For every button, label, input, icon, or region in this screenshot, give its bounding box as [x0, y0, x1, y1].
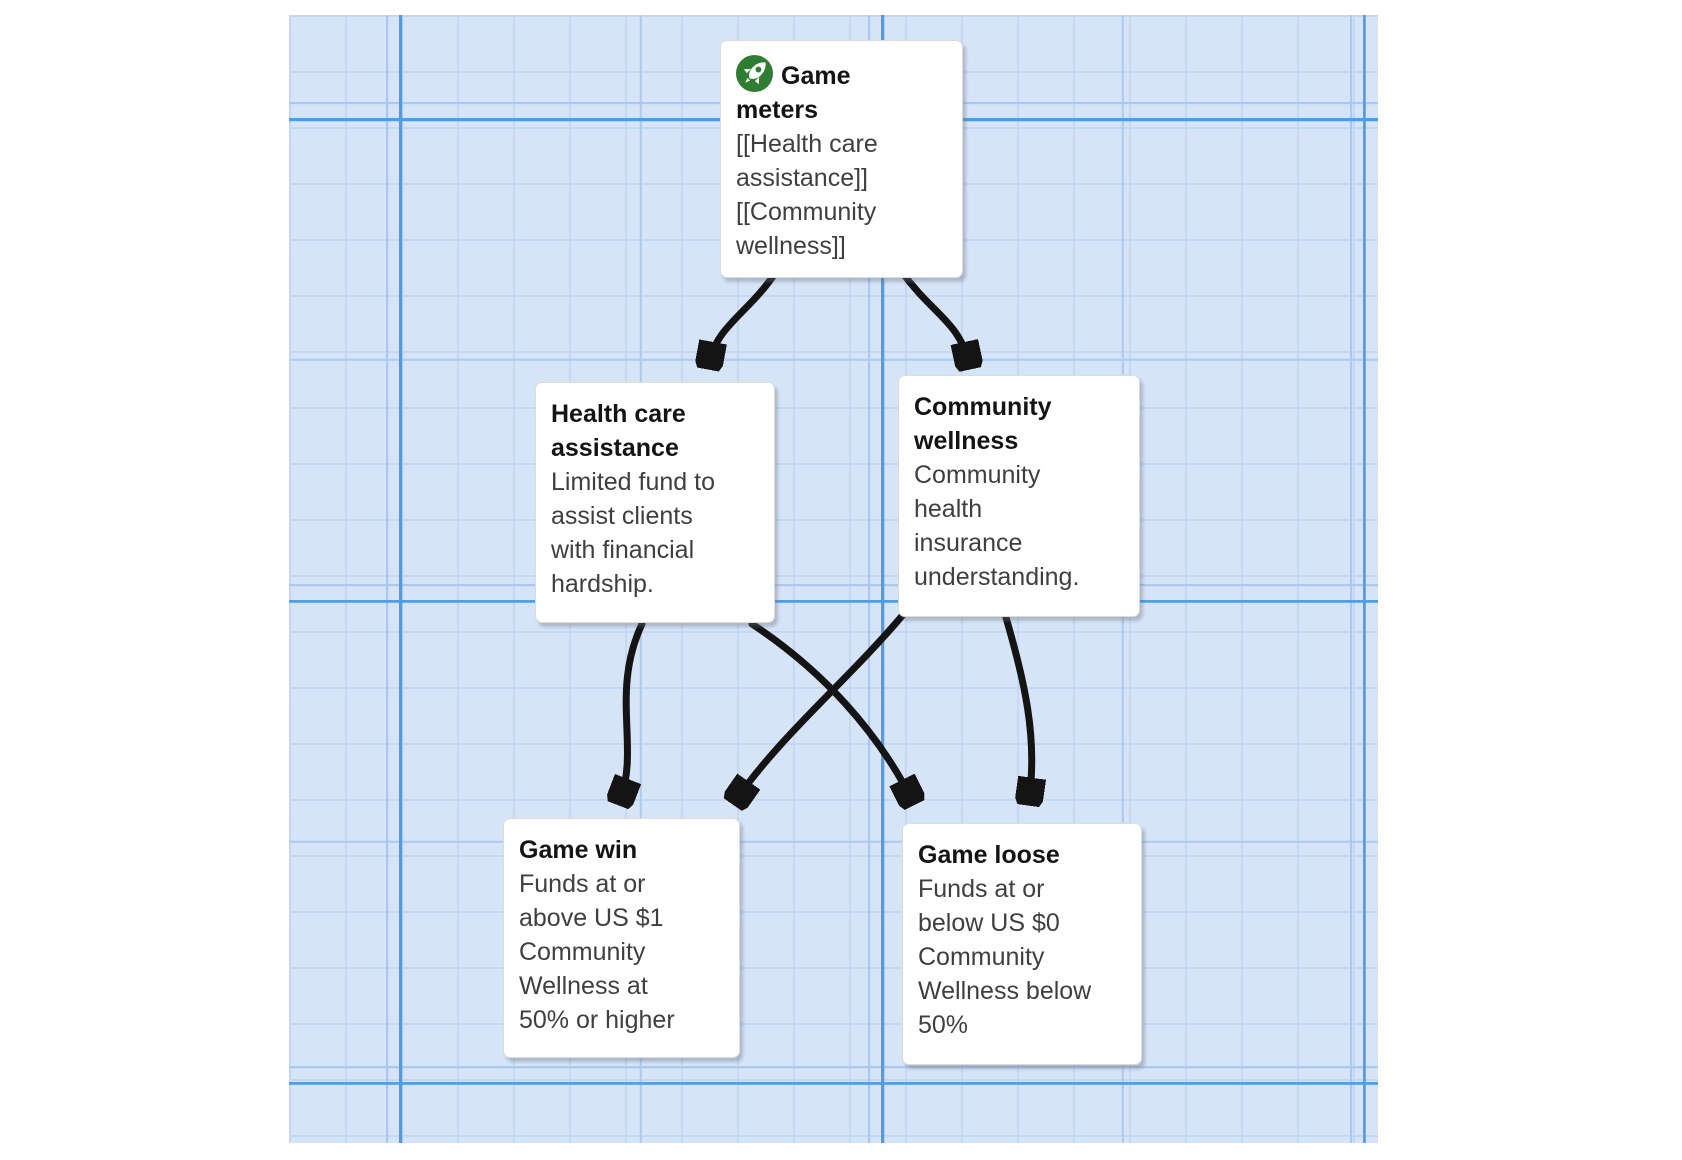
card-title-text: Game meters — [736, 62, 851, 124]
edge-community-wellness-to-game-loose — [1001, 610, 1032, 800]
card-title-text: Game loose — [918, 841, 1060, 869]
edge-health-care-assistance-to-game-win — [620, 620, 646, 800]
rocket-icon — [736, 55, 773, 92]
card-title-text: Health care assistance — [551, 400, 686, 462]
card-health-care-assistance[interactable]: Health care assistance Limited fund to a… — [535, 382, 775, 623]
card-game-meters-title: Game meters — [736, 55, 947, 127]
card-game-win-body: Funds at or above US $1 Community Wellne… — [519, 870, 675, 1034]
card-game-loose-body: Funds at or below US $0 Community Wellne… — [918, 875, 1092, 1039]
card-game-win[interactable]: Game win Funds at or above US $1 Communi… — [503, 818, 740, 1058]
card-title-text: Game win — [519, 836, 638, 864]
edge-game-meters-to-health-care-assistance — [709, 268, 780, 364]
edge-community-wellness-to-game-win — [736, 612, 906, 800]
card-game-meters[interactable]: Game meters [[Health care assistance]] [… — [720, 40, 963, 278]
card-health-care-assistance-body: Limited fund to assist clients with fina… — [551, 468, 715, 598]
card-game-loose[interactable]: Game loose Funds at or below US $0 Commu… — [902, 823, 1142, 1065]
card-community-wellness-body: Community health insurance understanding… — [914, 461, 1080, 591]
card-community-wellness[interactable]: Community wellness Community health insu… — [898, 375, 1140, 617]
edge-game-meters-to-community-wellness — [898, 268, 969, 364]
edge-health-care-assistance-to-game-loose — [748, 620, 912, 800]
card-game-meters-body: [[Health care assistance]] [[Community w… — [736, 130, 878, 260]
card-title-text: Community wellness — [914, 393, 1052, 455]
